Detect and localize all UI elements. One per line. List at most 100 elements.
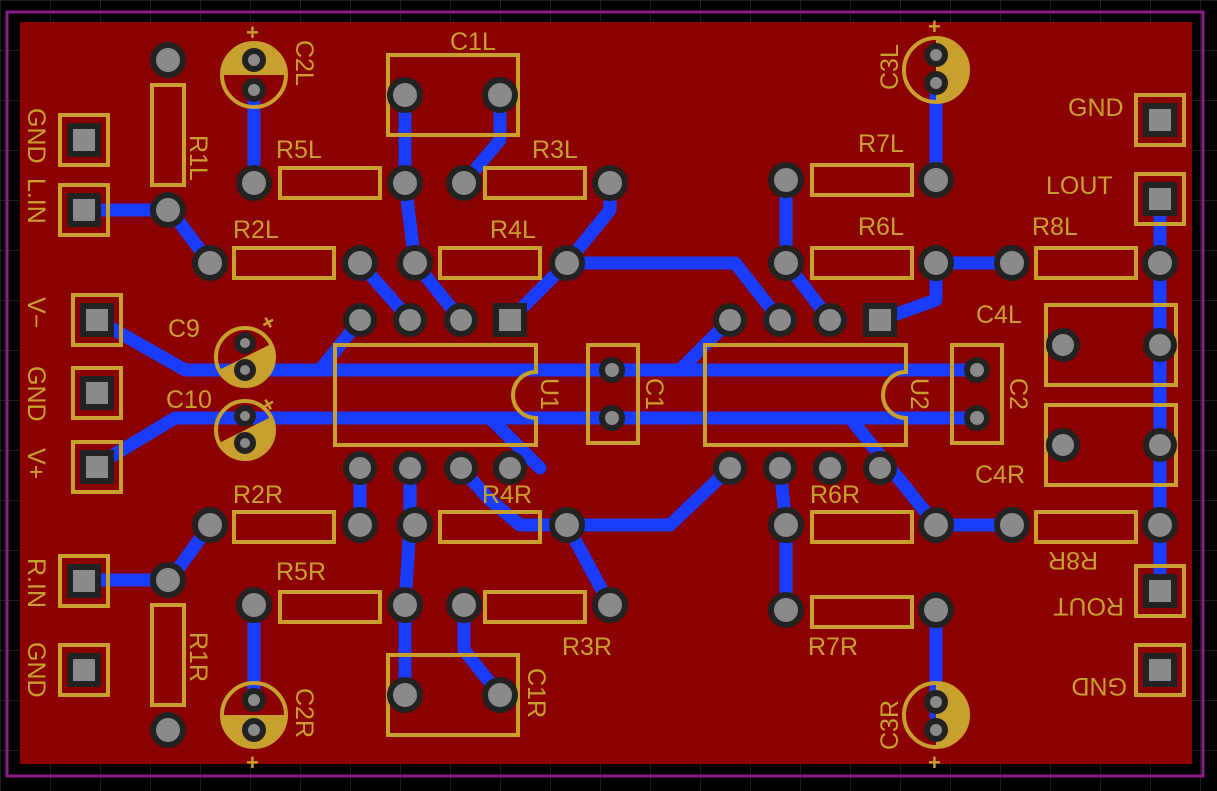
label-r2l: R2L <box>233 216 279 244</box>
conn-lout-frame <box>1134 172 1186 226</box>
r6l-pad-2 <box>918 245 954 281</box>
c4l-pad-2 <box>1143 328 1177 362</box>
u2-pin-3 <box>813 451 847 485</box>
c3r-plus-mark: + <box>928 750 941 775</box>
label-c4r: C4R <box>975 461 1025 489</box>
r3r-body <box>483 590 587 624</box>
r8r-pad-2 <box>1142 507 1178 543</box>
r8r-pad-1 <box>994 507 1030 543</box>
conn-v-minus-frame <box>71 293 123 347</box>
label-gnd-mid: GND <box>22 366 50 422</box>
u1-pin-6 <box>444 303 478 337</box>
r4r-pad-1 <box>397 507 433 543</box>
r4l-body <box>438 246 542 280</box>
label-r2r: R2R <box>233 481 283 509</box>
label-c4l: C4L <box>976 301 1022 329</box>
r6r-body <box>810 510 914 544</box>
u1-pin-5 <box>493 303 527 337</box>
r2r-body <box>232 510 336 544</box>
conn-gnd-top-left-pad <box>67 123 101 157</box>
r5r-pad-1 <box>236 587 272 623</box>
conn-rout-pad <box>1143 574 1177 608</box>
label-r-in: R.IN <box>22 558 50 608</box>
r3r-pad-2 <box>592 587 628 623</box>
c2l-pad-1 <box>242 48 266 72</box>
conn-r-in-pad <box>67 564 101 598</box>
label-gnd-bottom-left: GND <box>22 642 50 698</box>
r2r-pad-2 <box>342 507 378 543</box>
label-lout: LOUT <box>1046 172 1113 200</box>
label-r4r: R4R <box>482 481 532 509</box>
u1-pin-4 <box>493 451 527 485</box>
label-r7l: R7L <box>858 130 904 158</box>
u2-pin-2 <box>763 451 797 485</box>
label-c2l: C2L <box>290 40 318 86</box>
r1r-pad-1 <box>150 562 186 598</box>
conn-gnd-mid-frame <box>71 366 123 420</box>
r1l-pad-1 <box>150 42 186 78</box>
c1-pad-1 <box>599 357 625 383</box>
r6l-pad-1 <box>768 245 804 281</box>
label-r1r: R1R <box>184 632 212 682</box>
r2l-pad-1 <box>192 245 228 281</box>
c1l-pad-2 <box>482 77 518 113</box>
c3l-pad-2 <box>924 71 948 95</box>
r1l-pad-2 <box>150 192 186 228</box>
r3l-pad-2 <box>592 165 628 201</box>
u2-pin-6 <box>813 303 847 337</box>
label-u1: U1 <box>535 378 563 410</box>
r1r-pad-2 <box>150 712 186 748</box>
r2l-pad-2 <box>342 245 378 281</box>
label-c1r: C1R <box>522 668 550 718</box>
c2-body <box>950 343 1004 445</box>
c1-body <box>586 343 640 445</box>
conn-gnd-top-left-frame <box>58 113 110 167</box>
r4l-pad-1 <box>397 245 433 281</box>
label-gnd-bottom-right: GND <box>1071 672 1127 700</box>
c3r-pad-2 <box>924 718 948 742</box>
conn-gnd-bottom-right-pad <box>1143 653 1177 687</box>
conn-r-in-frame <box>58 554 110 608</box>
c2-pad-2 <box>964 405 990 431</box>
r5l-pad-2 <box>387 165 423 201</box>
label-c2r: C2R <box>290 688 318 738</box>
label-r3r: R3R <box>562 633 612 661</box>
r6r-pad-1 <box>768 507 804 543</box>
r6r-pad-2 <box>918 507 954 543</box>
conn-lout-pad <box>1143 182 1177 216</box>
labels: C1L C2L C3L R1L R5L R3L R2L R4L R7L R6L … <box>22 28 1127 750</box>
label-r3l: R3L <box>532 136 578 164</box>
r2r-pad-1 <box>192 507 228 543</box>
r2l-body <box>232 246 336 280</box>
label-r8r: R8R <box>1048 546 1098 574</box>
u1-pin-2 <box>393 451 427 485</box>
c10-pad-1 <box>234 405 256 427</box>
r7l-pad-2 <box>918 162 954 198</box>
u2-pin-5 <box>863 303 897 337</box>
r7r-pad-2 <box>918 592 954 628</box>
label-r1l: R1L <box>184 135 212 181</box>
c9-pad-1 <box>234 332 256 354</box>
c2r-pad-2 <box>242 718 266 742</box>
u1-pin-8 <box>343 303 377 337</box>
r4r-body <box>438 510 542 544</box>
u2-pin-7 <box>763 303 797 337</box>
r1l-body <box>150 83 186 187</box>
conn-gnd-bottom-left-pad <box>67 653 101 687</box>
label-c3l: C3L <box>876 44 904 90</box>
c1l-pad-1 <box>387 77 423 113</box>
pads <box>67 42 1178 748</box>
r8l-body <box>1034 246 1138 280</box>
r8r-body <box>1034 510 1138 544</box>
r6l-body <box>810 246 914 280</box>
c3l-pad-1 <box>924 43 948 67</box>
board-outline <box>5 10 1205 778</box>
r8l-pad-1 <box>994 245 1030 281</box>
r7r-body <box>810 595 914 629</box>
conn-v-plus-pad <box>80 450 114 484</box>
label-r5l: R5L <box>276 136 322 164</box>
conn-v-plus-frame <box>71 440 123 494</box>
c1r-pad-2 <box>482 677 518 713</box>
r7r-pad-1 <box>768 592 804 628</box>
